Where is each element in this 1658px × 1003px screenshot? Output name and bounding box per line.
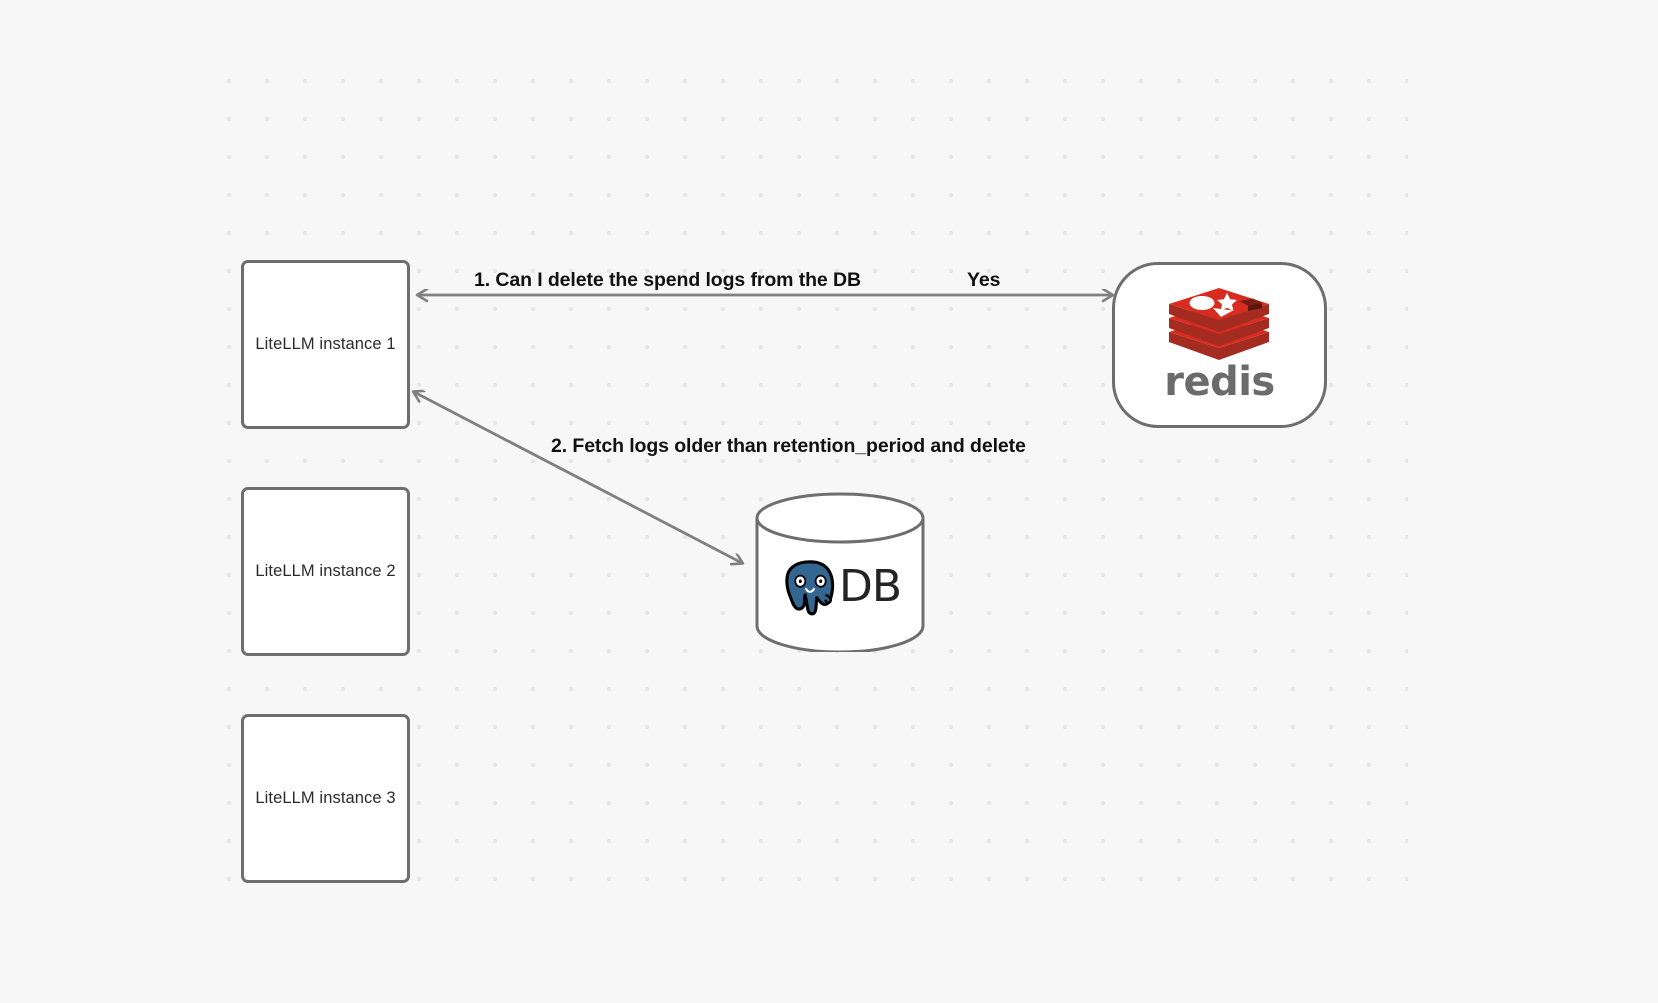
node-litellm-instance-3[interactable]: LiteLLM instance 3 (241, 714, 410, 883)
redis-wordmark: redis (1164, 359, 1275, 405)
edge-label-2: 2. Fetch logs older than retention_perio… (551, 435, 1026, 457)
edge-label-1: 1. Can I delete the spend logs from the … (474, 269, 861, 291)
edge-litellm1-db (414, 392, 742, 563)
redis-logo-icon (1169, 288, 1270, 360)
redis-logo-wrap: redis (1164, 284, 1275, 402)
node-db[interactable]: DB (754, 492, 926, 652)
node-redis[interactable]: redis (1112, 262, 1327, 428)
cylinder-shape (755, 492, 925, 652)
db-content: DB (754, 492, 926, 652)
postgresql-elephant-icon (785, 560, 835, 616)
node-litellm-instance-1[interactable]: LiteLLM instance 1 (241, 260, 410, 429)
edge-label-1-reply: Yes (967, 269, 1001, 291)
db-label: DB (838, 561, 902, 612)
node-litellm-instance-2[interactable]: LiteLLM instance 2 (241, 487, 410, 656)
node-label: LiteLLM instance 1 (255, 335, 396, 353)
node-label: LiteLLM instance 2 (255, 562, 396, 580)
node-label: LiteLLM instance 3 (255, 789, 396, 807)
